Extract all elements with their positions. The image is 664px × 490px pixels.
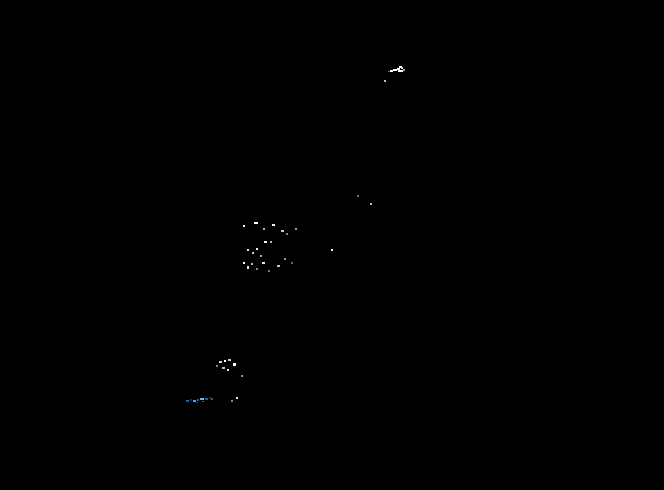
speck: [291, 262, 293, 264]
speck: [262, 262, 265, 264]
speck: [209, 397, 211, 399]
speck: [331, 249, 333, 251]
speck: [186, 400, 189, 402]
speck: [252, 252, 254, 254]
speck: [254, 222, 258, 224]
speck: [384, 80, 386, 82]
speck: [241, 375, 243, 377]
speck: [295, 228, 297, 230]
speck: [397, 68, 400, 70]
speck: [403, 69, 405, 71]
speck: [272, 224, 275, 226]
speck: [196, 402, 198, 403]
speck: [236, 397, 238, 399]
speck: [233, 363, 236, 366]
speck: [211, 398, 213, 400]
speck: [393, 69, 397, 71]
speck: [284, 258, 286, 260]
speck: [251, 263, 253, 265]
speck: [197, 399, 199, 401]
speck: [224, 360, 226, 362]
speck: [390, 70, 393, 72]
speck: [286, 233, 288, 235]
speck: [228, 359, 231, 361]
speck: [260, 255, 262, 257]
speck: [398, 70, 403, 72]
speck: [227, 369, 229, 371]
speck: [270, 241, 272, 243]
speck: [388, 71, 390, 72]
speck: [202, 401, 204, 402]
speck: [401, 67, 403, 69]
speck: [281, 230, 284, 232]
speck: [205, 398, 208, 400]
speck: [219, 361, 222, 363]
speck: [399, 66, 402, 68]
speck: [357, 195, 359, 197]
speck: [190, 399, 192, 401]
speck: [264, 241, 267, 243]
speck: [243, 225, 245, 227]
speck: [200, 398, 204, 400]
speck: [263, 228, 265, 230]
speck: [370, 203, 372, 205]
speck: [256, 268, 258, 270]
speck: [256, 248, 258, 250]
speck: [231, 400, 233, 402]
speck: [193, 400, 196, 402]
speck: [247, 266, 249, 269]
speck: [216, 365, 218, 367]
speck: [222, 367, 225, 369]
speck: [247, 249, 249, 251]
speck: [277, 265, 280, 267]
speck: [268, 270, 270, 272]
speck: [243, 262, 245, 264]
